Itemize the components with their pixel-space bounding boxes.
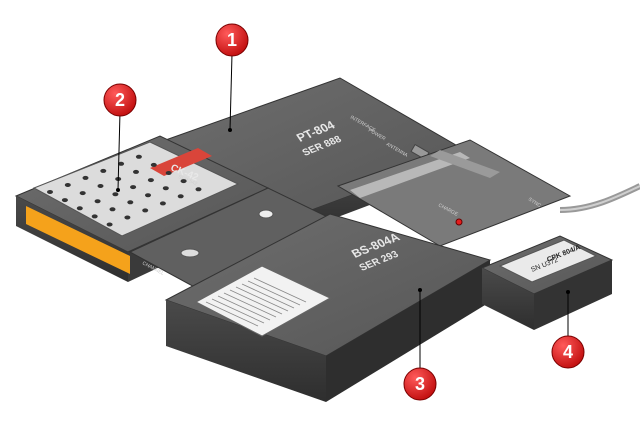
instruction-line <box>205 301 259 327</box>
keypad-key <box>76 206 83 211</box>
latch-icon <box>180 248 200 258</box>
keypad-key <box>100 168 107 173</box>
keypad-key <box>147 178 154 183</box>
callout-number-3: 3 <box>415 374 425 394</box>
keypad-key <box>162 186 169 191</box>
keypad-key <box>79 191 86 196</box>
instruction-text-lines <box>205 277 307 327</box>
keypad-key <box>106 222 113 227</box>
red-indicator-panel <box>150 148 212 176</box>
callout-number-4: 4 <box>563 342 573 362</box>
cpk-label-plate <box>498 239 598 283</box>
callout-1: 1 <box>215 23 249 132</box>
keypad-key <box>127 200 134 205</box>
callout-number-1: 1 <box>227 30 237 50</box>
orange-strip <box>26 206 130 274</box>
keypad-key <box>135 154 142 159</box>
keypad-key <box>124 215 131 220</box>
keypad-key <box>177 194 184 199</box>
instruction-line <box>211 298 265 324</box>
keypad-key <box>142 208 149 213</box>
instruction-line <box>235 286 289 312</box>
instruction-line <box>229 289 283 315</box>
charge-led-icon <box>455 218 463 226</box>
instruction-line <box>253 277 307 303</box>
callout-4: 4 <box>551 290 585 369</box>
instruction-label <box>194 265 332 337</box>
cpk-804a-unit: CPK 804/A SN U372 <box>480 235 614 330</box>
keypad-key <box>109 207 116 212</box>
keypad-key <box>180 179 187 184</box>
keypad-keys <box>47 154 202 227</box>
keypad-key <box>159 201 166 206</box>
callout-number-2: 2 <box>115 90 125 110</box>
keypad-key <box>150 162 157 167</box>
keypad-key <box>165 171 172 175</box>
instruction-line <box>247 280 301 306</box>
keypad-key <box>64 183 71 187</box>
keypad-key <box>118 161 125 166</box>
bs-804a-unit: BS-804A SER 293 CHARGE <box>164 202 492 402</box>
keypad-key <box>82 175 89 180</box>
instruction-line <box>241 283 295 309</box>
keypad-key <box>97 184 104 188</box>
keypad-key <box>130 185 137 190</box>
keypad-key <box>145 193 151 198</box>
keypad-key <box>195 187 202 192</box>
callout-3: 3 <box>403 288 437 401</box>
keypad-key <box>112 192 119 197</box>
dock-base: SYNC <box>336 139 640 247</box>
instruction-line <box>217 295 271 321</box>
knob-icon <box>258 209 274 219</box>
keypad-key <box>133 169 139 174</box>
callout-2: 2 <box>103 83 137 192</box>
keypad-key <box>61 198 68 203</box>
keypad-key <box>91 214 98 219</box>
instruction-line <box>223 292 277 318</box>
cable <box>559 183 640 213</box>
keypad-key <box>47 190 53 194</box>
keypad-key <box>94 199 101 204</box>
